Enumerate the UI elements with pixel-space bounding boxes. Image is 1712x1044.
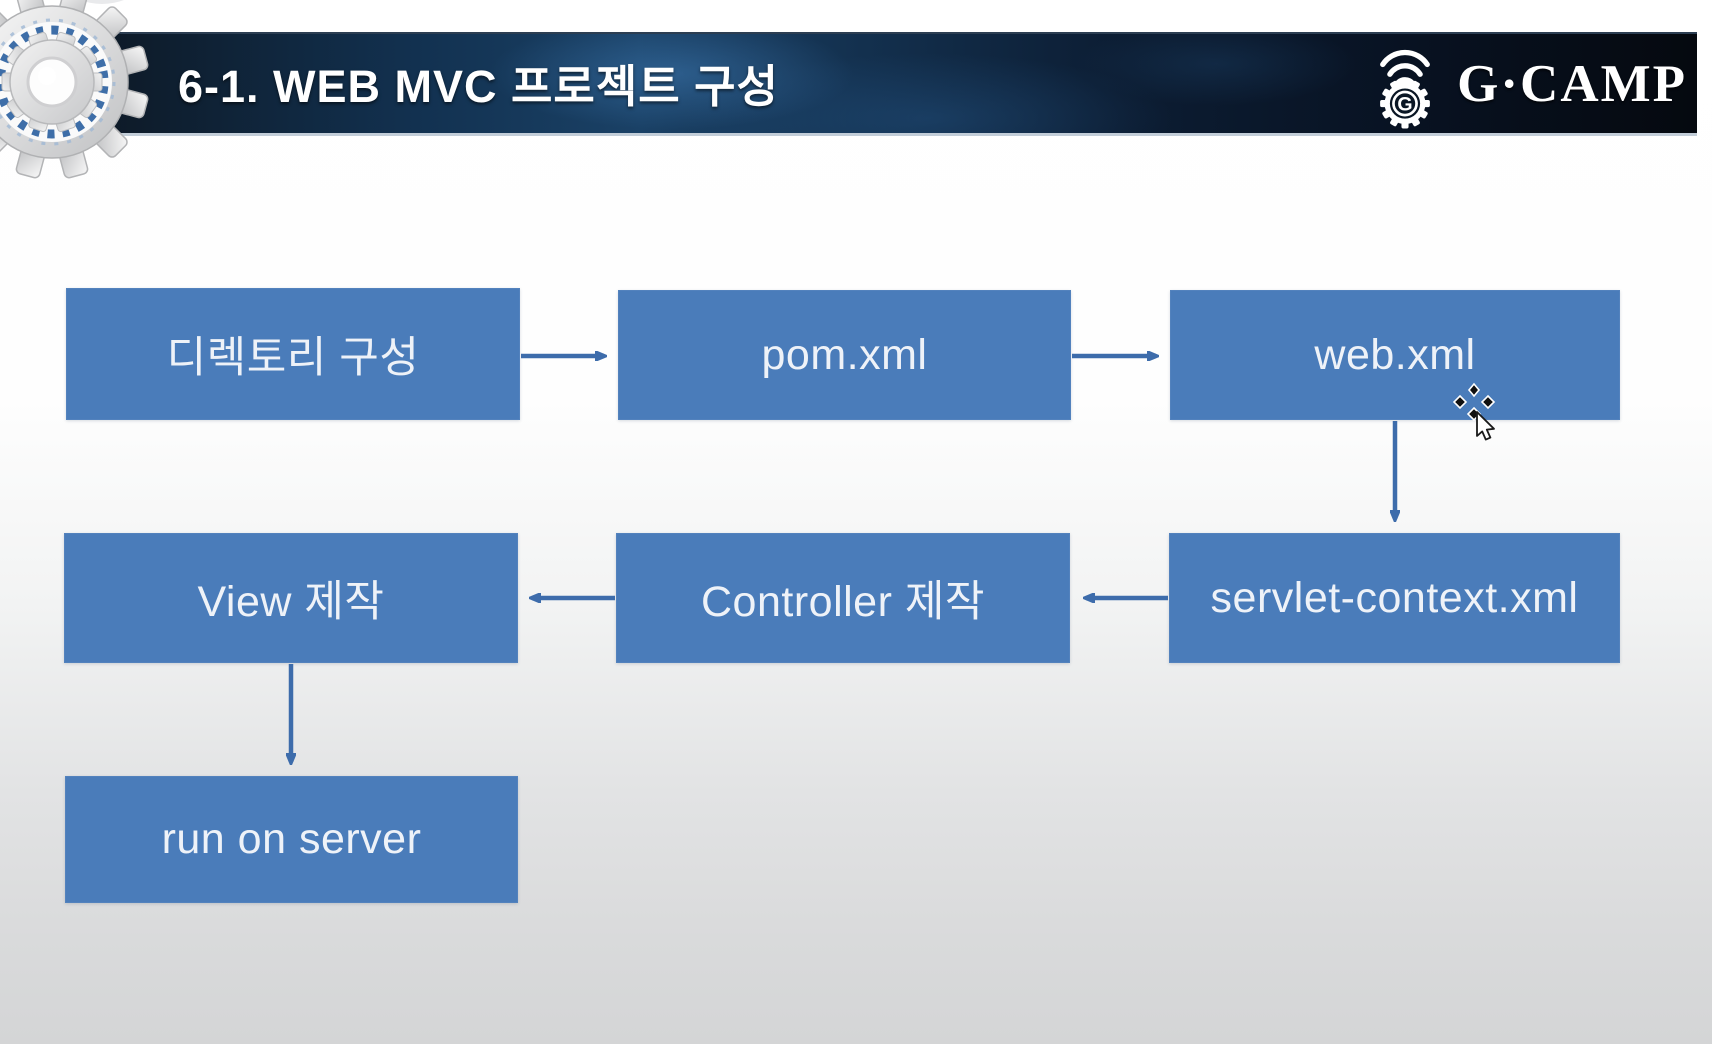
flow-node-directory-setup: 디렉토리 구성 [66, 288, 520, 420]
flow-node-label: 디렉토리 구성 [166, 334, 420, 382]
flow-node-label: View 제작 [197, 578, 385, 626]
page-title: 6-1. WEB MVC 프로젝트 구성 [178, 60, 779, 112]
flow-node-pom-xml: pom.xml [618, 290, 1071, 420]
flow-node-label: run on server [161, 815, 422, 863]
flow-node-controller: Controller 제작 [616, 533, 1070, 663]
flow-node-label: Controller 제작 [701, 578, 985, 626]
gcamp-gear-wifi-icon: G [1380, 49, 1431, 128]
flow-node-label: servlet-context.xml [1210, 573, 1579, 622]
gear-glyph: G [1380, 78, 1431, 128]
flow-node-label: web.xml [1314, 330, 1476, 379]
gcamp-logo-text: G·CAMP [1457, 54, 1687, 113]
flow-node-view: View 제작 [64, 533, 518, 663]
flow-node-label: pom.xml [761, 330, 928, 379]
flow-node-servlet-context-xml: servlet-context.xml [1169, 533, 1620, 663]
gear-letter: G [1398, 93, 1413, 115]
flow-node-web-xml: web.xml [1170, 290, 1620, 420]
header-banner: 6-1. WEB MVC 프로젝트 구성 [95, 32, 1697, 136]
gcamp-logo: G G·CAMP [1365, 36, 1687, 132]
machine-gear-icon [0, 0, 152, 182]
flow-node-run-on-server: run on server [65, 776, 518, 903]
